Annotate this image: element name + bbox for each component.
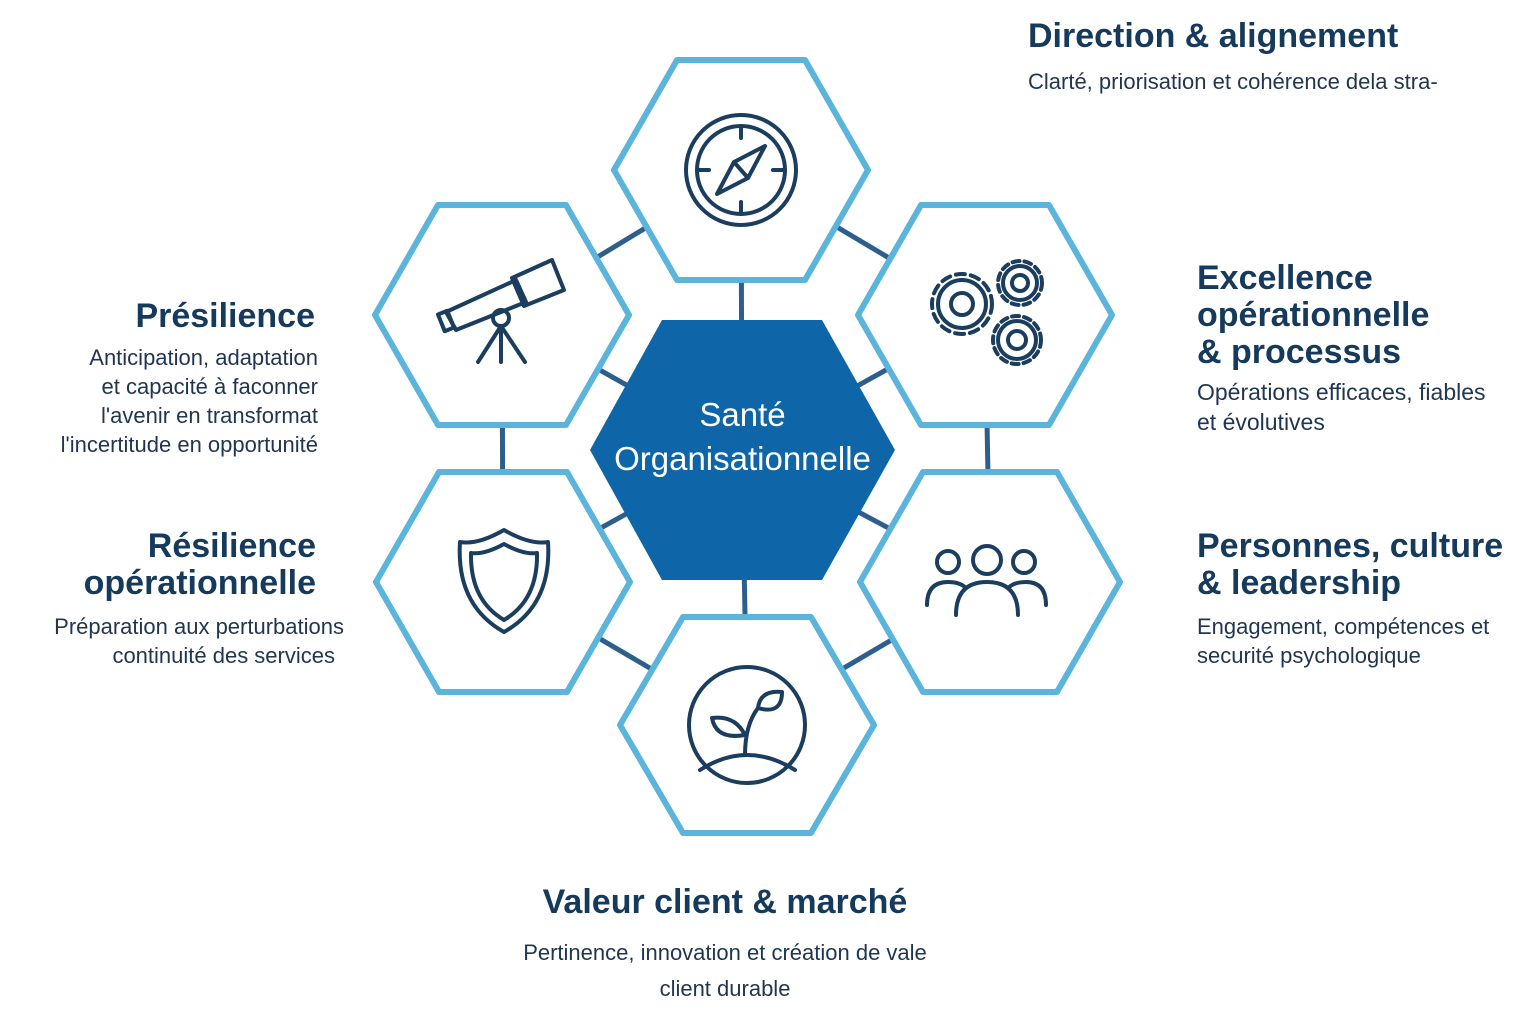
pillar-desc-line: client durable xyxy=(659,976,791,1001)
pillar-title-line: Excellence xyxy=(1197,259,1373,297)
pillar-desc-line: Engagement, compétences et xyxy=(1197,614,1490,639)
pillar-excellence: Excellence opérationnelle & processus Op… xyxy=(1197,260,1532,437)
gears-icon xyxy=(930,259,1044,366)
pillar-title: Présilience xyxy=(135,297,315,335)
pillar-valeur: Valeur client & marché Pertinence, innov… xyxy=(430,884,1020,1007)
pillar-desc-line: securité psychologique xyxy=(1197,643,1421,668)
pillar-title-line: Personnes, culture xyxy=(1197,527,1504,565)
seedling-icon xyxy=(687,665,807,785)
center-title: Santé Organisationnelle xyxy=(590,393,895,481)
pillar-desc-line: Préparation aux perturbations xyxy=(54,614,344,639)
pillar-personnes: Personnes, culture & leadership Engageme… xyxy=(1197,528,1532,670)
pillar-presilience: Présilience Anticipation, adaptation et … xyxy=(10,298,318,459)
pillar-desc-line: et capacité à faconner xyxy=(101,374,318,399)
compass-icon xyxy=(684,113,798,227)
telescope-icon xyxy=(435,258,566,364)
pillar-desc-line: et évolutives xyxy=(1197,409,1325,435)
center-line-2: Organisationnelle xyxy=(614,440,871,477)
pillar-desc-line: Anticipation, adaptation xyxy=(89,345,318,370)
pillar-desc: Clarté, priorisation et cohérence dela s… xyxy=(1028,69,1438,94)
pillar-desc-line: l'avenir en transformat xyxy=(101,403,318,428)
pillar-desc-line: continuité des services xyxy=(112,643,335,668)
pillar-title-line: opérationnelle xyxy=(83,564,316,602)
pillar-title-line: & leadership xyxy=(1197,564,1402,602)
shield-icon xyxy=(457,528,551,634)
pillar-title-line: & processus xyxy=(1197,333,1402,371)
center-line-1: Santé xyxy=(699,396,786,433)
hex-presilience xyxy=(372,202,632,428)
pillar-resilience: Résilience opérationnelle Préparation au… xyxy=(10,528,344,670)
pillar-direction: Direction & alignement Clarté, priorisat… xyxy=(1028,18,1528,96)
pillar-title-line: Résilience xyxy=(147,527,316,565)
hex-resilience xyxy=(373,469,633,695)
hex-valeur xyxy=(617,614,877,836)
hex-center xyxy=(590,320,895,580)
pillar-desc-line: Opérations efficaces, fiables xyxy=(1197,379,1486,405)
pillar-desc-line: l'incertitude en opportunité xyxy=(60,432,318,457)
pillar-desc-line: Pertinence, innovation et création de va… xyxy=(523,940,927,965)
pillar-title: Valeur client & marché xyxy=(542,883,908,921)
pillar-title: Direction & alignement xyxy=(1028,17,1399,55)
people-icon xyxy=(925,544,1048,617)
pillar-title-line: opérationnelle xyxy=(1197,296,1430,334)
